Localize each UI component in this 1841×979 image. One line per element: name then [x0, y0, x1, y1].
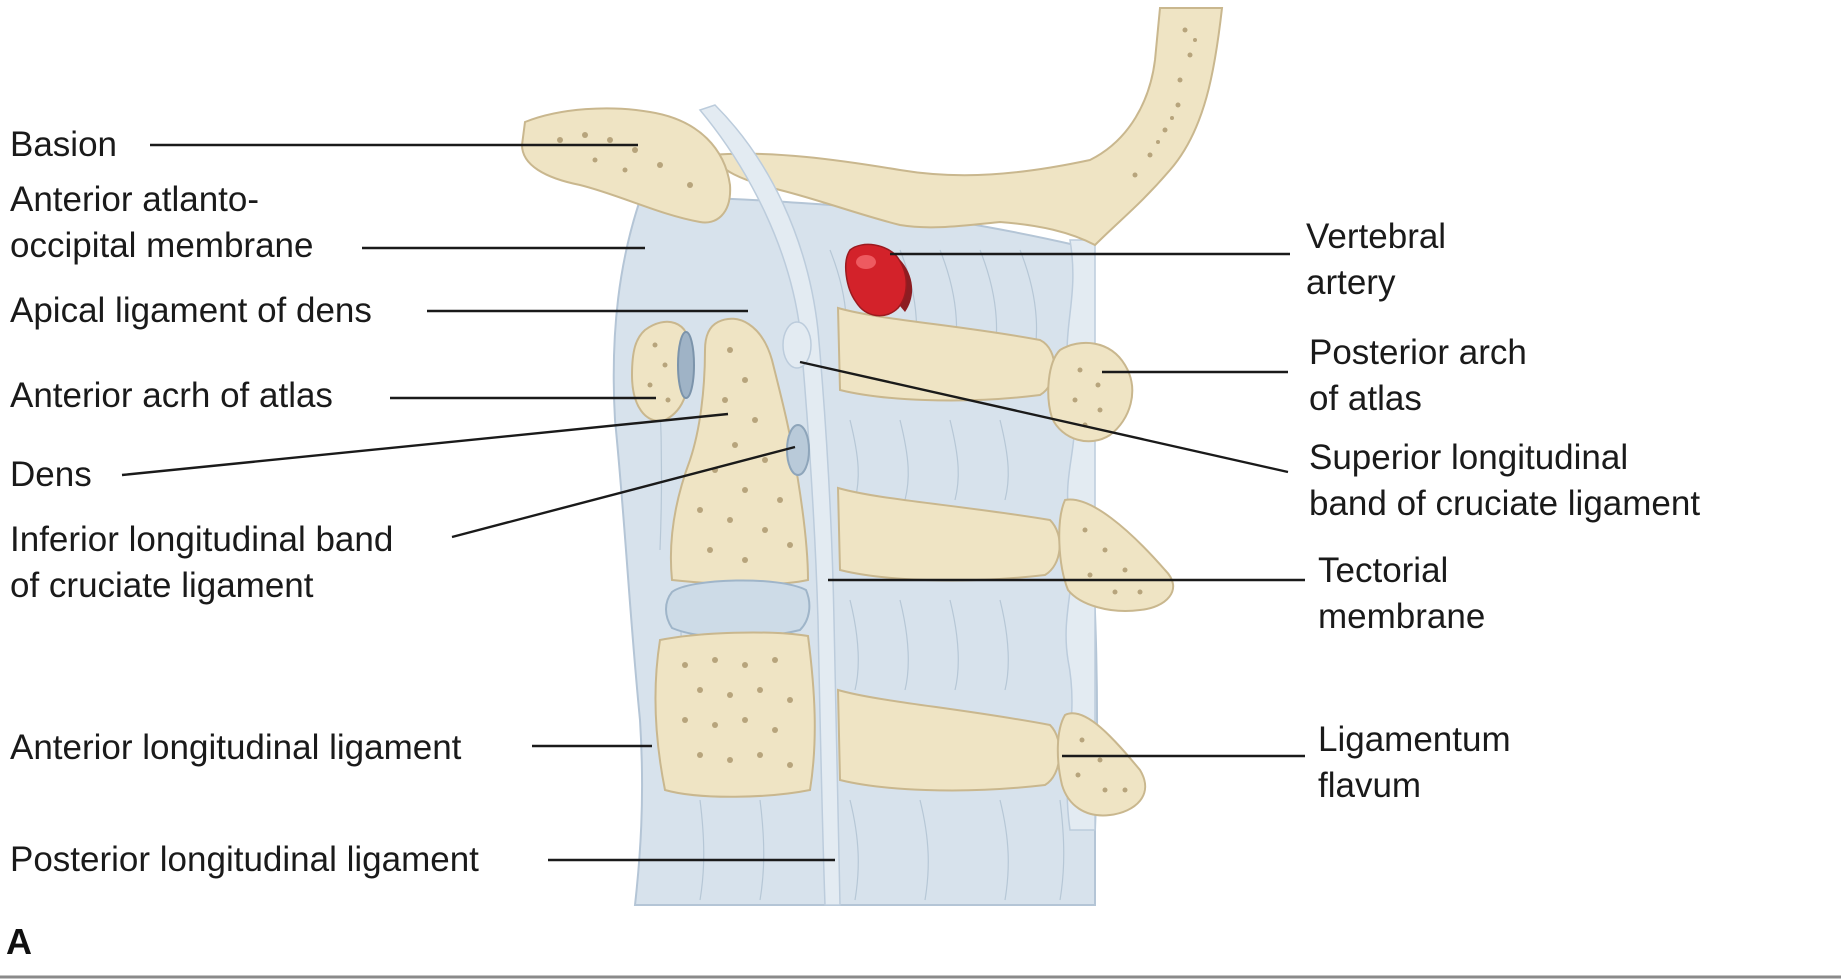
label-posterior-longitudinal-ligament: Posterior longitudinal ligament	[10, 840, 479, 879]
label-basion: Basion	[10, 125, 117, 164]
leader-superior-band	[799, 360, 1289, 474]
label-anterior-longitudinal-ligament: Anterior longitudinal ligament	[10, 728, 462, 767]
spinous-process-c2	[1058, 498, 1174, 612]
dens-marrow	[697, 347, 793, 563]
label-vertebral-artery: Vertebral artery	[1306, 217, 1456, 302]
occipital-bone	[710, 7, 1224, 247]
leader-inferior-band	[451, 445, 796, 539]
atlas-facet-cavity	[677, 331, 695, 399]
label-posterior-arch-of-atlas: Posterior arch of atlas	[1309, 333, 1537, 418]
label-tectorial-membrane: Tectorial membrane	[1318, 551, 1485, 636]
spinous-c3-marrow	[1075, 737, 1128, 793]
posterior-arch-of-atlas-bone	[1047, 341, 1134, 443]
label-inferior-longitudinal-band: Inferior longitudinal band of cruciate l…	[10, 520, 403, 605]
superior-cruciate-band-shape	[782, 321, 812, 369]
c3-vertebral-body	[654, 631, 816, 798]
leader-dens	[121, 412, 729, 477]
spine-illustration	[520, 7, 1224, 906]
label-anterior-atlanto-occipital-membrane: Anterior atlanto- occipital membrane	[10, 180, 313, 265]
label-dens: Dens	[10, 455, 92, 494]
spinous-process-c3	[1056, 712, 1147, 817]
c3-marrow	[682, 657, 793, 768]
vertebral-artery-shape	[844, 243, 913, 317]
intervertebral-disc	[665, 579, 811, 639]
panel-letter: A	[6, 921, 32, 962]
basion-marrow	[557, 132, 693, 188]
anterior-arch-marrow	[647, 342, 671, 403]
label-apical-ligament-of-dens: Apical ligament of dens	[10, 291, 372, 330]
inferior-cruciate-band-shape	[786, 424, 810, 476]
leader-lines	[121, 143, 1305, 862]
basion-bone	[520, 107, 732, 224]
label-ligamentum-flavum: Ligamentum flavum	[1318, 720, 1520, 805]
labels: Basion Anterior atlanto- occipital membr…	[6, 125, 1700, 962]
label-superior-longitudinal-band: Superior longitudinal band of cruciate l…	[1309, 438, 1700, 523]
occipital-marrow	[1132, 27, 1197, 178]
label-anterior-arch-of-atlas: Anterior acrh of atlas	[10, 376, 333, 415]
spinous-c2-marrow	[1082, 527, 1143, 595]
